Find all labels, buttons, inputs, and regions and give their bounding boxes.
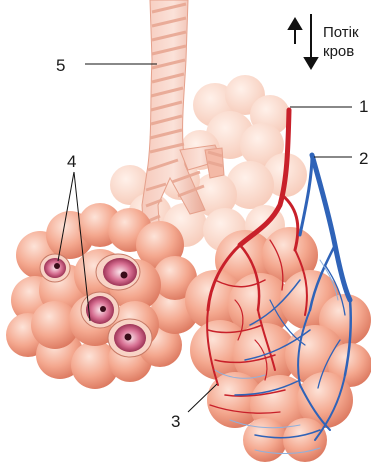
alveolus-opening <box>96 254 140 290</box>
label-5: 5 <box>56 57 65 74</box>
arrow-up-icon <box>289 19 301 44</box>
blood-flow-caption-line1: Потік <box>323 23 359 42</box>
label-2: 2 <box>359 150 368 167</box>
alveolus-opening <box>108 319 152 357</box>
blood-flow-caption: Потік кров <box>323 23 359 61</box>
label-3: 3 <box>171 413 180 430</box>
blood-flow-caption-line2: кров <box>323 42 359 61</box>
alveolar-sac-right <box>185 227 371 462</box>
alveolus-opening <box>40 254 70 282</box>
label-1: 1 <box>359 98 368 115</box>
arrow-down-icon <box>305 14 317 68</box>
blood-flow-arrows <box>289 14 317 68</box>
alveolus-opening <box>81 292 119 328</box>
label-4: 4 <box>67 153 76 170</box>
